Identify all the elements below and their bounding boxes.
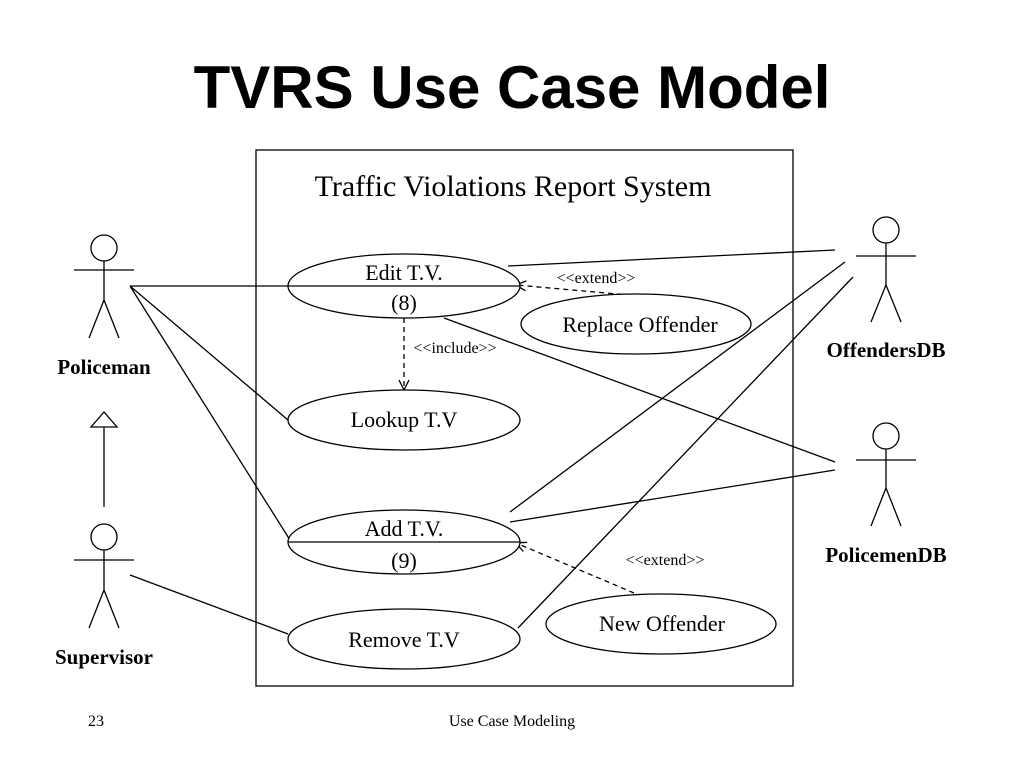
assoc-add-offendersdb: [509, 261, 846, 513]
actor-supervisor[interactable]: Supervisor: [55, 523, 153, 669]
assoc-add-policemendb: [509, 469, 836, 523]
assoc-edit-offendersdb: [507, 249, 836, 267]
stick-figure-icon: [856, 216, 916, 323]
extend-label-1: <<extend>>: [557, 270, 636, 287]
assoc-remove-offendersdb: [517, 276, 854, 629]
extend-arrow-new-offender: [516, 543, 635, 594]
stick-figure-icon: [74, 234, 134, 339]
system-name: Traffic Violations Report System: [315, 170, 712, 203]
actor-policeman-label: Policeman: [57, 355, 151, 379]
assoc-supervisor-remove: [129, 574, 289, 635]
usecase-lookup-tv-shape: [287, 389, 521, 451]
usecase-new-offender-name: New Offender: [599, 611, 726, 636]
usecase-remove-tv-name: Remove T.V: [348, 627, 460, 652]
stick-figure-icon: [74, 523, 134, 629]
actor-policemendb[interactable]: PolicemenDB: [825, 422, 947, 567]
usecase-replace-offender-name: Replace Offender: [562, 312, 718, 337]
usecase-remove-tv[interactable]: Remove T.V: [287, 608, 521, 670]
usecase-edit-tv[interactable]: Edit T.V. (8): [287, 253, 521, 319]
association-lines: [129, 249, 854, 635]
actor-supervisor-label: Supervisor: [55, 645, 153, 669]
system-boundary: [255, 149, 794, 687]
extend-label-2: <<extend>>: [626, 552, 705, 569]
actor-offendersdb-label: OffendersDB: [827, 338, 946, 362]
assoc-policeman-add: [129, 285, 291, 541]
assoc-edit-policemendb: [443, 317, 836, 463]
usecase-remove-tv-shape: [287, 608, 521, 670]
usecase-add-tv-name: Add T.V.: [365, 516, 444, 541]
footer-text: Use Case Modeling: [449, 713, 575, 730]
usecase-replace-offender[interactable]: Replace Offender: [520, 293, 752, 355]
usecase-lookup-tv[interactable]: Lookup T.V: [287, 389, 521, 451]
usecase-add-tv[interactable]: Add T.V. (9): [287, 509, 521, 575]
actor-policemendb-label: PolicemenDB: [825, 543, 946, 567]
stick-figure-icon: [856, 422, 916, 527]
usecase-lookup-tv-name: Lookup T.V: [351, 407, 458, 432]
usecase-edit-tv-name: Edit T.V.: [365, 260, 443, 285]
generalization-arrow: [89, 411, 119, 507]
usecase-new-offender[interactable]: New Offender: [545, 593, 777, 655]
actor-offendersdb[interactable]: OffendersDB: [827, 216, 946, 362]
assoc-policeman-lookup: [129, 285, 289, 421]
actor-policeman[interactable]: Policeman: [57, 234, 151, 379]
usecase-add-tv-number: (9): [391, 548, 417, 573]
include-label: <<include>>: [413, 340, 496, 357]
usecase-replace-offender-shape: [520, 293, 752, 355]
usecase-edit-tv-number: (8): [391, 290, 417, 315]
slide-title: TVRS Use Case Model: [194, 54, 831, 121]
usecase-new-offender-shape: [545, 593, 777, 655]
page-number: 23: [88, 713, 104, 730]
